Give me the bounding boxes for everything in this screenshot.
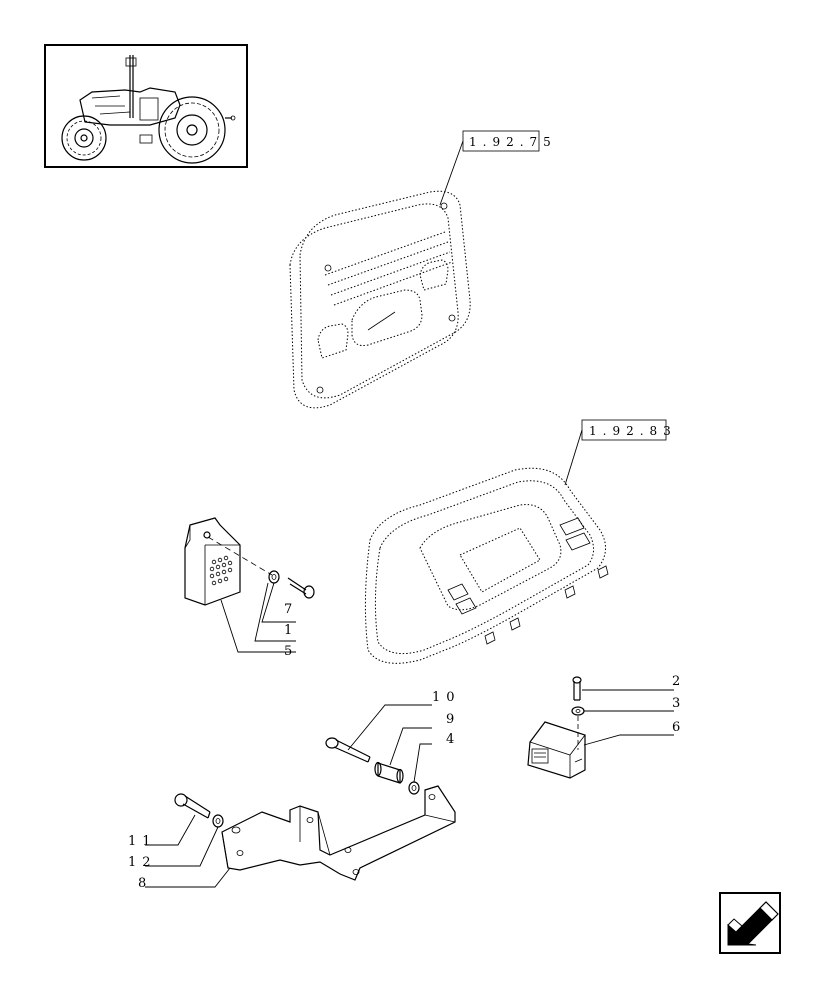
cluster-led-grid <box>324 231 453 306</box>
leader-4 <box>413 743 432 783</box>
instrument-cluster <box>289 190 471 409</box>
reference-1-92-83[interactable]: 1.92.83 <box>581 419 677 441</box>
screw-2 <box>572 676 582 701</box>
bolt-11 <box>174 793 211 819</box>
reference-1-92-83-label: 1.92.83 <box>589 424 677 438</box>
washer-12 <box>212 814 224 828</box>
buzzer-unit <box>184 517 241 606</box>
callout-3[interactable]: 3 <box>672 696 686 711</box>
leader-12 <box>145 826 219 867</box>
previous-page-arrow-icon[interactable] <box>719 892 781 954</box>
washer-4 <box>408 781 420 795</box>
leader-6 <box>583 734 674 746</box>
dashboard-housing <box>364 467 609 664</box>
callout-9[interactable]: 9 <box>446 712 460 727</box>
callout-10[interactable]: 10 <box>432 690 461 705</box>
callout-1[interactable]: 1 <box>284 623 298 638</box>
leader-5 <box>220 599 296 653</box>
spacer-9 <box>374 761 404 784</box>
callout-8[interactable]: 8 <box>138 876 152 891</box>
washer-1 <box>268 570 280 584</box>
washer-3 <box>571 706 585 716</box>
leader-9 <box>389 727 432 766</box>
callout-7[interactable]: 7 <box>284 602 298 617</box>
reference-1-92-75[interactable]: 1.92.75 <box>462 130 557 152</box>
screw-7 <box>287 577 315 599</box>
callout-4[interactable]: 4 <box>446 732 460 747</box>
leader-1 <box>254 582 296 642</box>
callout-5[interactable]: 5 <box>284 644 298 659</box>
callout-12[interactable]: 12 <box>128 855 157 870</box>
leader-8 <box>145 867 231 888</box>
callout-11[interactable]: 11 <box>128 834 157 849</box>
leader-10 <box>347 704 432 751</box>
reference-1-92-75-label: 1.92.75 <box>469 135 557 149</box>
bolt-10 <box>325 737 371 763</box>
mounting-bracket <box>221 785 456 881</box>
tractor-thumbnail-icon <box>44 44 248 168</box>
relay-module <box>527 721 586 779</box>
callout-6[interactable]: 6 <box>672 720 686 735</box>
leader-7 <box>261 582 296 623</box>
callout-2[interactable]: 2 <box>672 674 686 689</box>
buzzer-grille <box>209 555 233 586</box>
leader-11 <box>145 814 196 846</box>
